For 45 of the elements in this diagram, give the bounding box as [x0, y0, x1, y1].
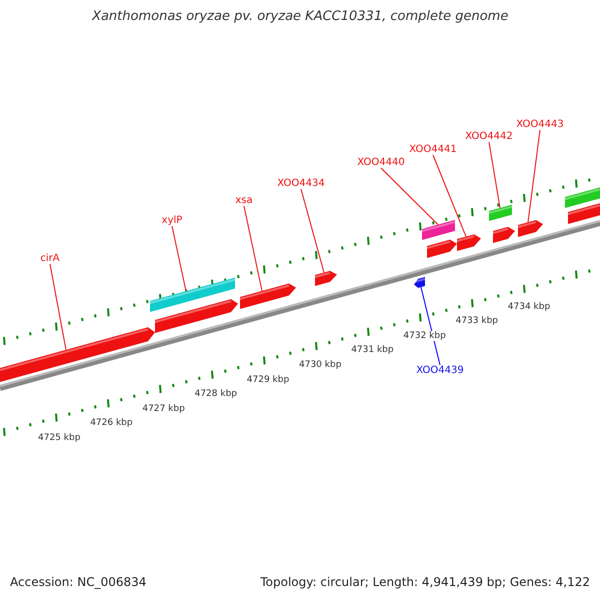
leader-line: [300, 188, 324, 274]
gene-label: xylP: [162, 215, 182, 226]
scale-label: 4734 kbp: [508, 302, 550, 312]
gene-bar: [150, 278, 236, 312]
gene-label: xsa: [235, 195, 253, 206]
leader-line: [172, 226, 186, 292]
scale-label: 4726 kbp: [90, 418, 133, 428]
leader-line: [420, 286, 440, 366]
gene-bar: [568, 203, 600, 224]
leader-line: [50, 264, 66, 350]
gene-block: [492, 226, 515, 243]
leader-line: [528, 130, 540, 223]
leader-line: [380, 168, 438, 226]
gene-label: XOO4439: [416, 365, 464, 376]
gene-label: cirA: [40, 253, 60, 264]
gene-label: XOO4434: [277, 178, 325, 189]
gene-block: [0, 327, 155, 382]
scale-label: 4725 kbp: [38, 433, 80, 443]
gene-block: [456, 234, 481, 251]
gene-block: [240, 284, 296, 309]
gene-block: [314, 270, 337, 286]
gene-block: [414, 276, 426, 288]
scale-label: 4729 kbp: [246, 374, 290, 385]
gene-label: XOO4441: [409, 144, 457, 155]
diagram-title: Xanthomonas oryzae pv. oryzae KACC10331, complete genome: [92, 9, 508, 24]
gene-bar: [564, 187, 600, 208]
footer-text: Accession: NC_006834: [10, 575, 146, 589]
footer-text: Topology: circular; Length: 4,941,439 bp; Genes: 4,122: [260, 575, 590, 589]
gene-block: [154, 299, 238, 333]
gene-label: XOO4443: [516, 119, 564, 130]
gene-label: XOO4442: [465, 131, 513, 142]
gene-bar: [488, 204, 512, 221]
scale-label: 4727 kbp: [142, 404, 185, 414]
gene-bar: [422, 220, 456, 240]
scale-label: 4731 kbp: [351, 345, 394, 356]
scale-label: 4732 kbp: [403, 330, 446, 341]
leader-line: [432, 154, 466, 238]
gene-block: [518, 220, 543, 237]
gene-label: XOO4440: [357, 157, 405, 168]
scale-label: 4730 kbp: [299, 360, 342, 370]
scale-label: 4728 kbp: [194, 389, 237, 400]
scale-label: 4733 kbp: [456, 316, 498, 326]
leader-line: [488, 142, 500, 208]
leader-line: [244, 206, 262, 292]
gene-block: [426, 240, 457, 258]
